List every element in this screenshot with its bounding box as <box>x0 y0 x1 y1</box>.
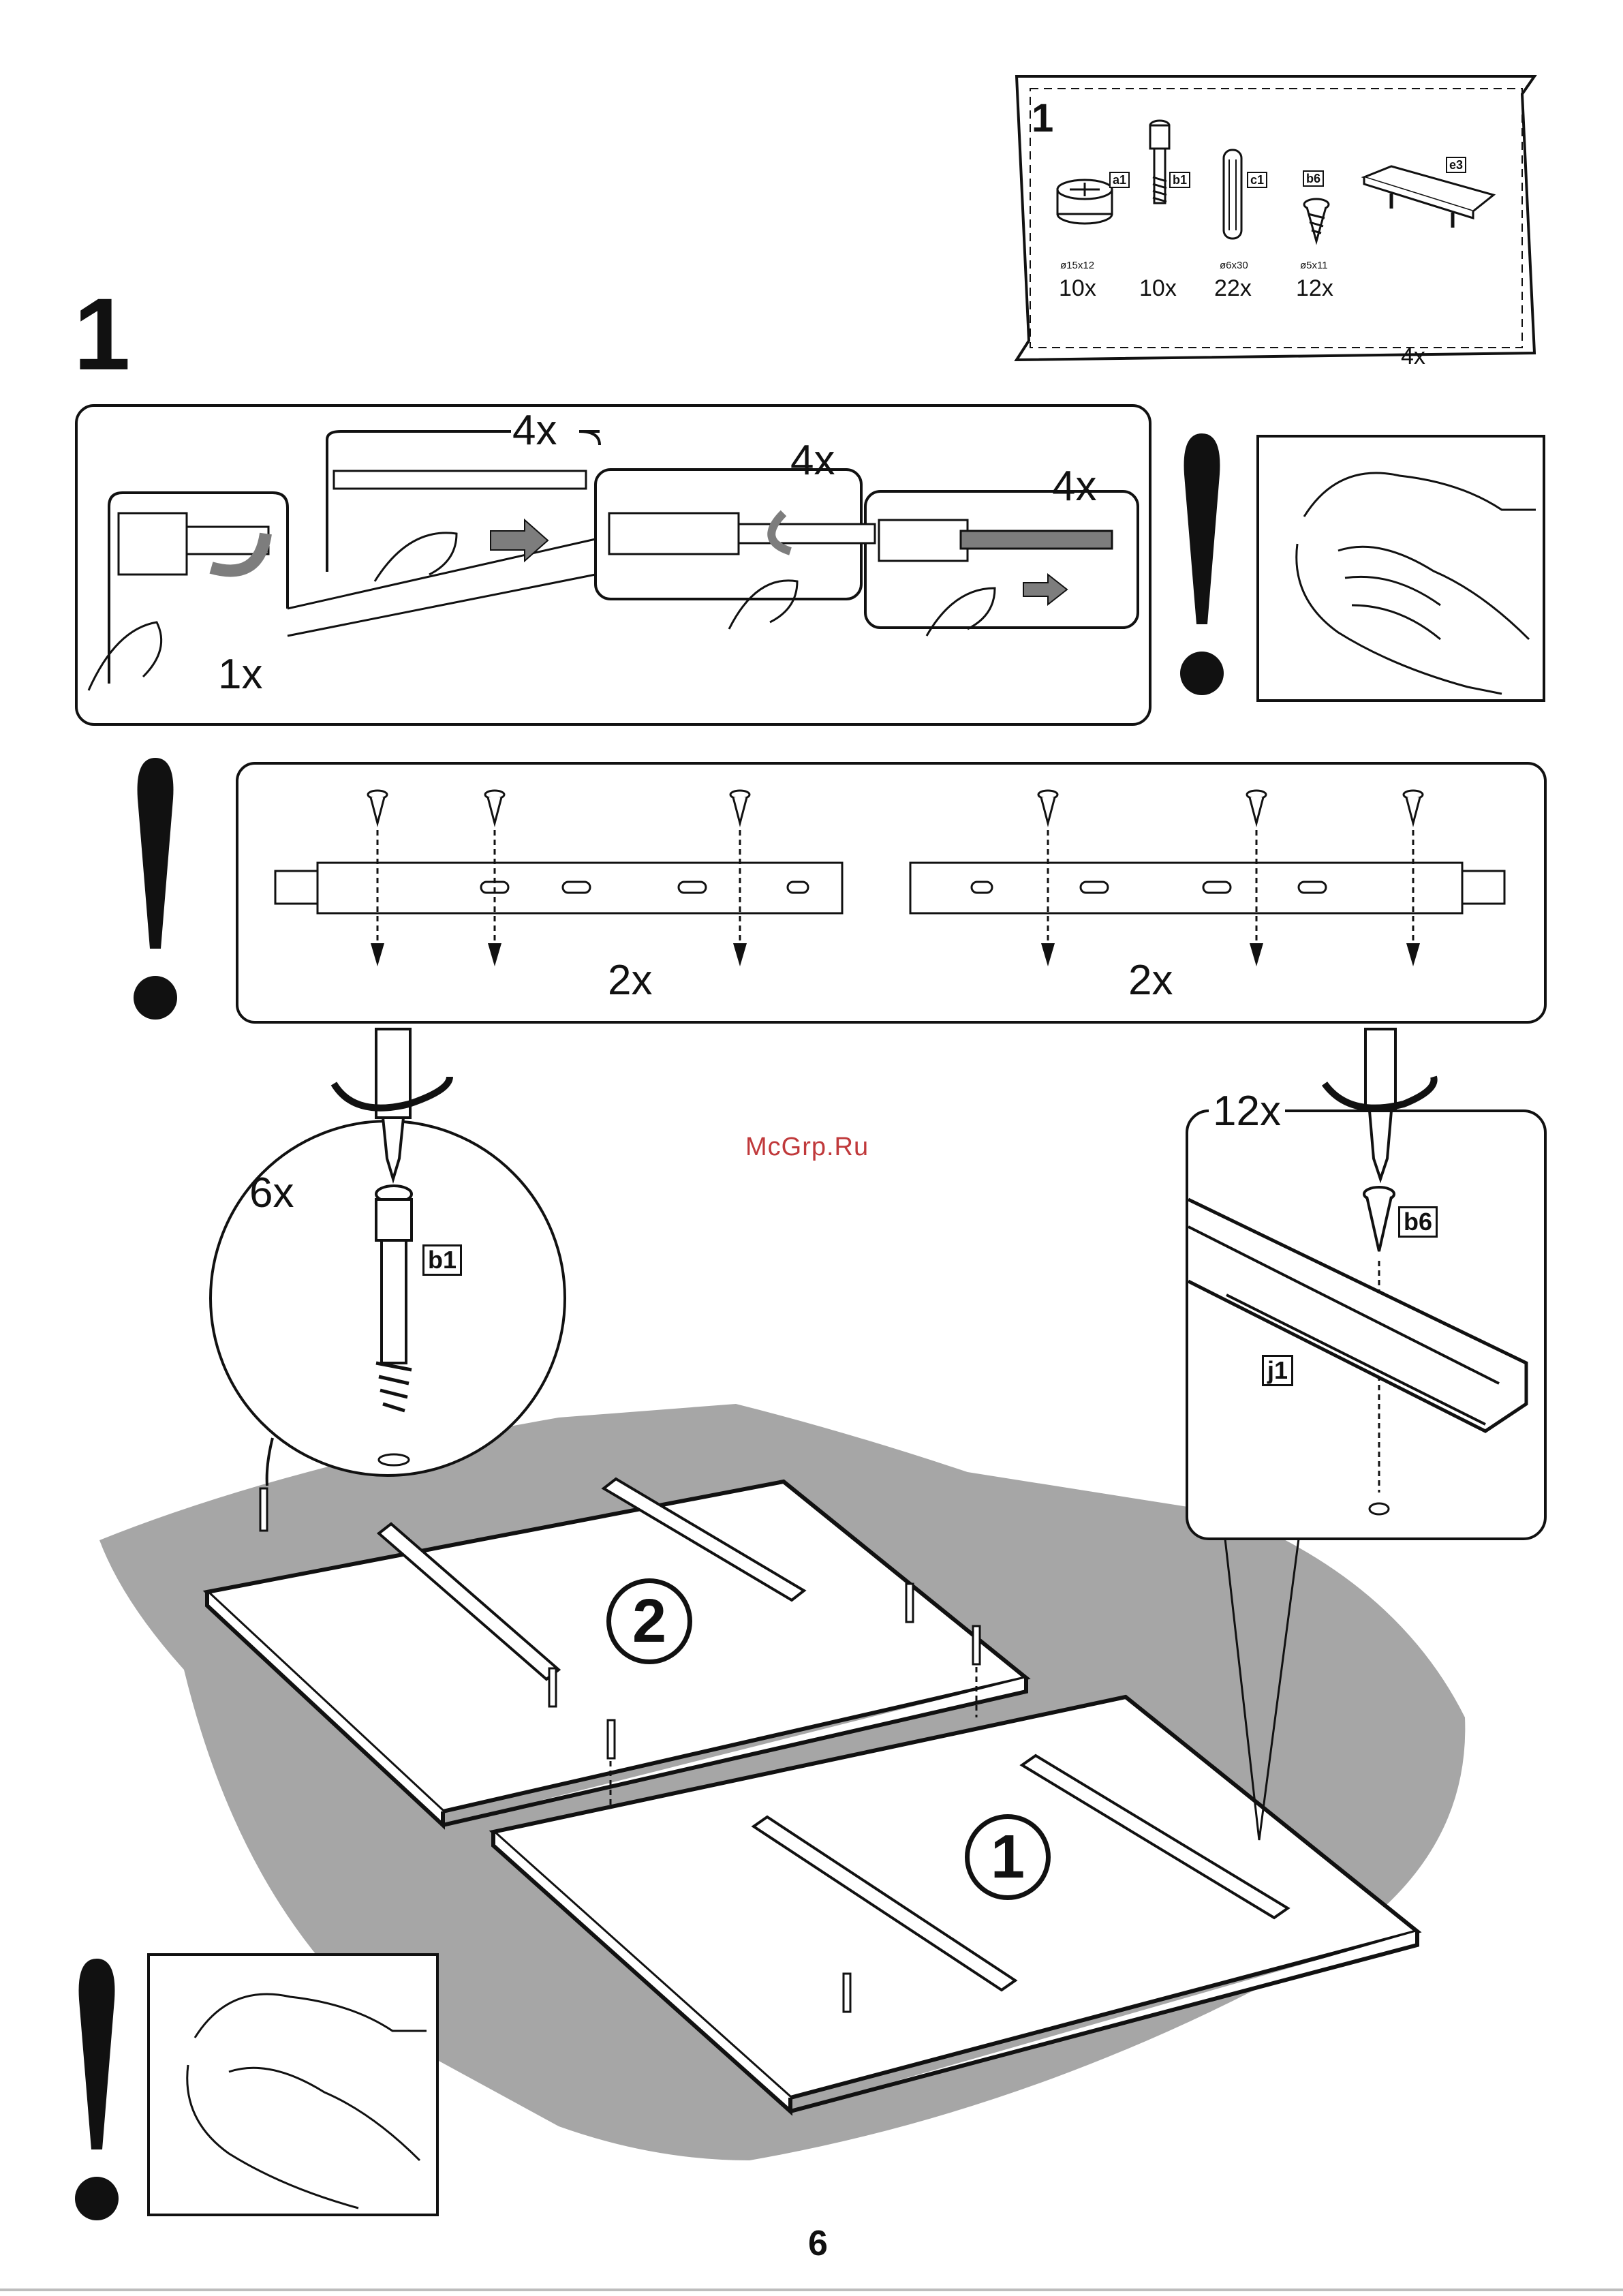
panel-1-label: 1 <box>965 1814 1051 1900</box>
screw-count: 12x <box>1209 1090 1285 1133</box>
bolt-count: 6x <box>249 1172 294 1214</box>
panel-2-label: 2 <box>606 1578 692 1664</box>
bolt-part-tag: b1 <box>422 1244 462 1276</box>
screw-part-tag: b6 <box>1398 1206 1438 1238</box>
page-number: 6 <box>808 2223 828 2264</box>
rail-part-tag: j1 <box>1262 1355 1293 1386</box>
